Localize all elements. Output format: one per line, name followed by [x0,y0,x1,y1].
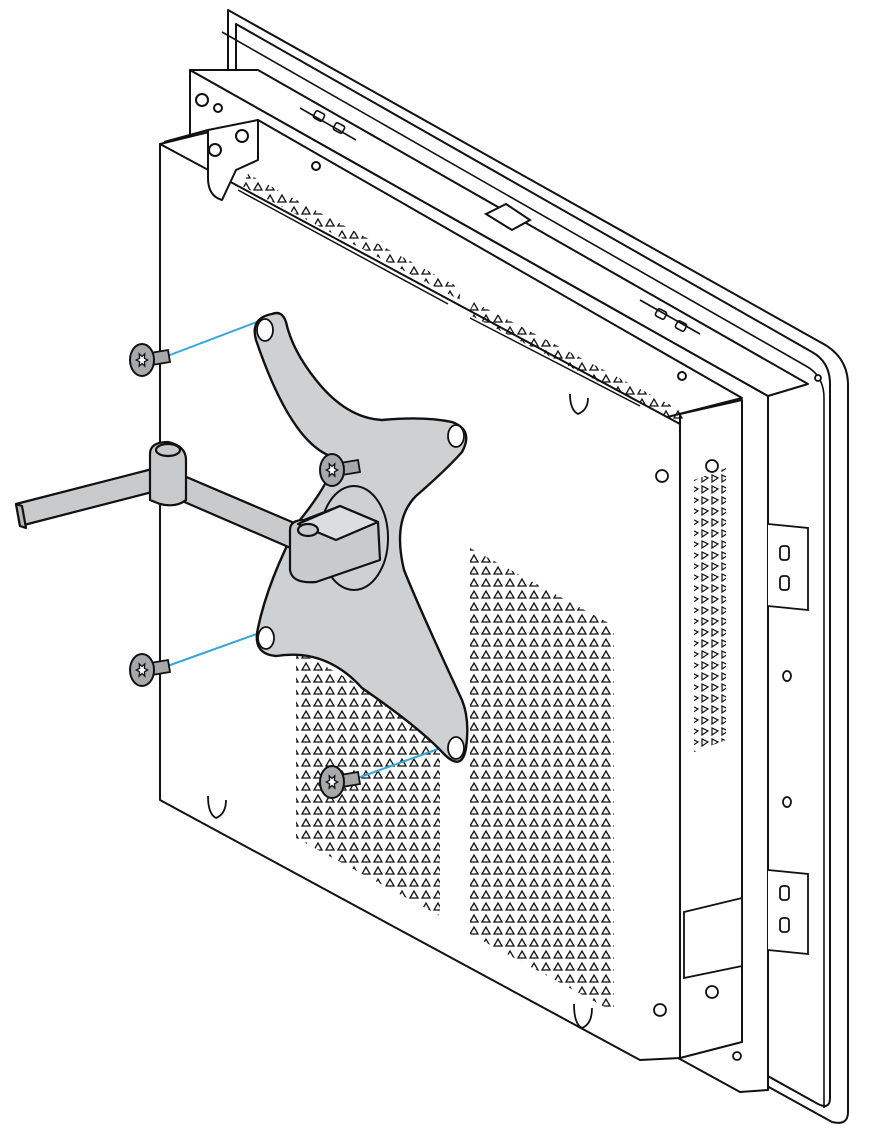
torx-drive-icon [325,462,339,478]
top-screw-2 [677,371,687,381]
screw-top-left [129,343,172,377]
vent-grill-right [470,548,614,1012]
guide-line-bottom-right [351,743,453,781]
torx-drive-icon [135,662,149,678]
bracket-screw-1 [208,143,222,157]
frame-slot-right [639,299,701,335]
screw-top-right [319,453,362,487]
rear-top-vents [237,174,684,426]
side-port-cover [683,896,743,980]
top-clip [483,202,532,232]
side-screw-4 [653,1003,667,1017]
plate-hole-bottom-left [257,626,275,650]
bezel-hole-1 [782,670,792,682]
side-screw-3 [705,985,719,999]
bracket-screw-2 [235,129,249,143]
front-bezel-inner [235,23,831,1107]
frame-screw-2 [213,103,223,113]
frame-slot-top [299,107,357,141]
torx-drive-icon [325,774,339,790]
corner-bracket [163,93,687,381]
plate-hole-bottom-right [447,736,465,760]
side-vents [694,468,726,752]
mounting-screws [129,343,362,799]
top-screw [311,161,321,171]
arm-bar-end [14,502,28,530]
bezel-latches [683,523,809,980]
side-hardware [653,374,822,1061]
arm-bar [14,466,162,528]
side-screw-2 [655,469,669,483]
screw-bottom-left [129,653,172,687]
middle-frame-top [189,69,809,397]
frame-screw-1 [195,93,209,107]
guide-line-top-left [161,319,263,359]
screw-bottom-right [319,765,362,799]
plate-hole-top-left [256,318,274,342]
mounting-arm [14,440,382,584]
arm-joint [148,440,188,507]
plate-hole-top-right [447,424,465,448]
bezel-hole-2 [782,796,792,808]
side-screw-1 [705,459,719,473]
bottom-notches [207,393,593,1029]
top-slots [312,110,688,332]
torx-drive-icon [135,352,149,368]
guide-line-bottom-left [161,631,263,669]
